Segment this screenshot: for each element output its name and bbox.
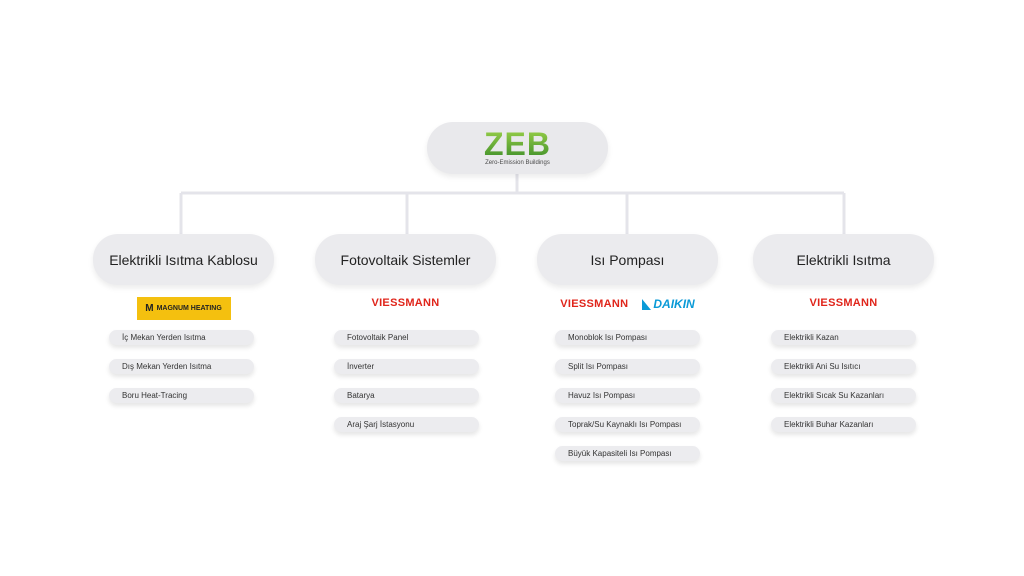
zeb-logo: ZEB [427, 128, 608, 160]
category-label: Elektrikli Isıtma Kablosu [109, 251, 258, 268]
item-list: İç Mekan Yerden Isıtma Dış Mekan Yerden … [109, 330, 254, 417]
category-label: Fotovoltaik Sistemler [340, 251, 471, 268]
category-label: Elektrikli Isıtma [796, 251, 891, 268]
zeb-root-node: ZEB Zero-Emission Buildings [427, 122, 608, 174]
list-item: Elektrikli Kazan [771, 330, 916, 345]
list-item: Boru Heat-Tracing [109, 388, 254, 403]
category-electric-heating: Elektrikli Isıtma [753, 234, 934, 285]
list-item: İç Mekan Yerden Isıtma [109, 330, 254, 345]
viessmann-logo: VIESSMANN [809, 297, 878, 309]
category-heat-pump: Isı Pompası [537, 234, 718, 285]
item-list: Monoblok Isı Pompası Split Isı Pompası H… [555, 330, 700, 475]
daikin-logo: DAIKIN [642, 297, 695, 311]
list-item: Split Isı Pompası [555, 359, 700, 374]
magnum-m-icon: M [145, 303, 154, 314]
brand-logos: VIESSMANN [753, 297, 934, 309]
viessmann-logo: VIESSMANN [371, 297, 440, 309]
zeb-subtitle: Zero-Emission Buildings [485, 160, 550, 166]
category-label: Isı Pompası [590, 251, 665, 268]
list-item: Havuz Isı Pompası [555, 388, 700, 403]
list-item: Dış Mekan Yerden Isıtma [109, 359, 254, 374]
list-item: Toprak/Su Kaynaklı Isı Pompası [555, 417, 700, 432]
item-list: Fotovoltaik Panel İnverter Batarya Araj … [334, 330, 479, 446]
brand-logos: VIESSMANN DAIKIN [537, 297, 718, 311]
list-item: Monoblok Isı Pompası [555, 330, 700, 345]
daikin-mark-icon [642, 298, 652, 310]
list-item: Araj Şarj İstasyonu [334, 417, 479, 432]
list-item: Elektrikli Ani Su Isıtıcı [771, 359, 916, 374]
item-list: Elektrikli Kazan Elektrikli Ani Su Isıtı… [771, 330, 916, 446]
viessmann-logo: VIESSMANN [560, 298, 629, 310]
brand-logos: VIESSMANN [315, 297, 496, 309]
list-item: Elektrikli Buhar Kazanları [771, 417, 916, 432]
list-item: Büyük Kapasiteli Isı Pompası [555, 446, 700, 461]
brand-logos: M MAGNUM HEATING [93, 297, 274, 320]
magnum-heating-logo: M MAGNUM HEATING [136, 297, 231, 320]
list-item: Elektrikli Sıcak Su Kazanları [771, 388, 916, 403]
list-item: Batarya [334, 388, 479, 403]
list-item: Fotovoltaik Panel [334, 330, 479, 345]
list-item: İnverter [334, 359, 479, 374]
category-electric-heating-cable: Elektrikli Isıtma Kablosu [93, 234, 274, 285]
category-photovoltaic-systems: Fotovoltaik Sistemler [315, 234, 496, 285]
